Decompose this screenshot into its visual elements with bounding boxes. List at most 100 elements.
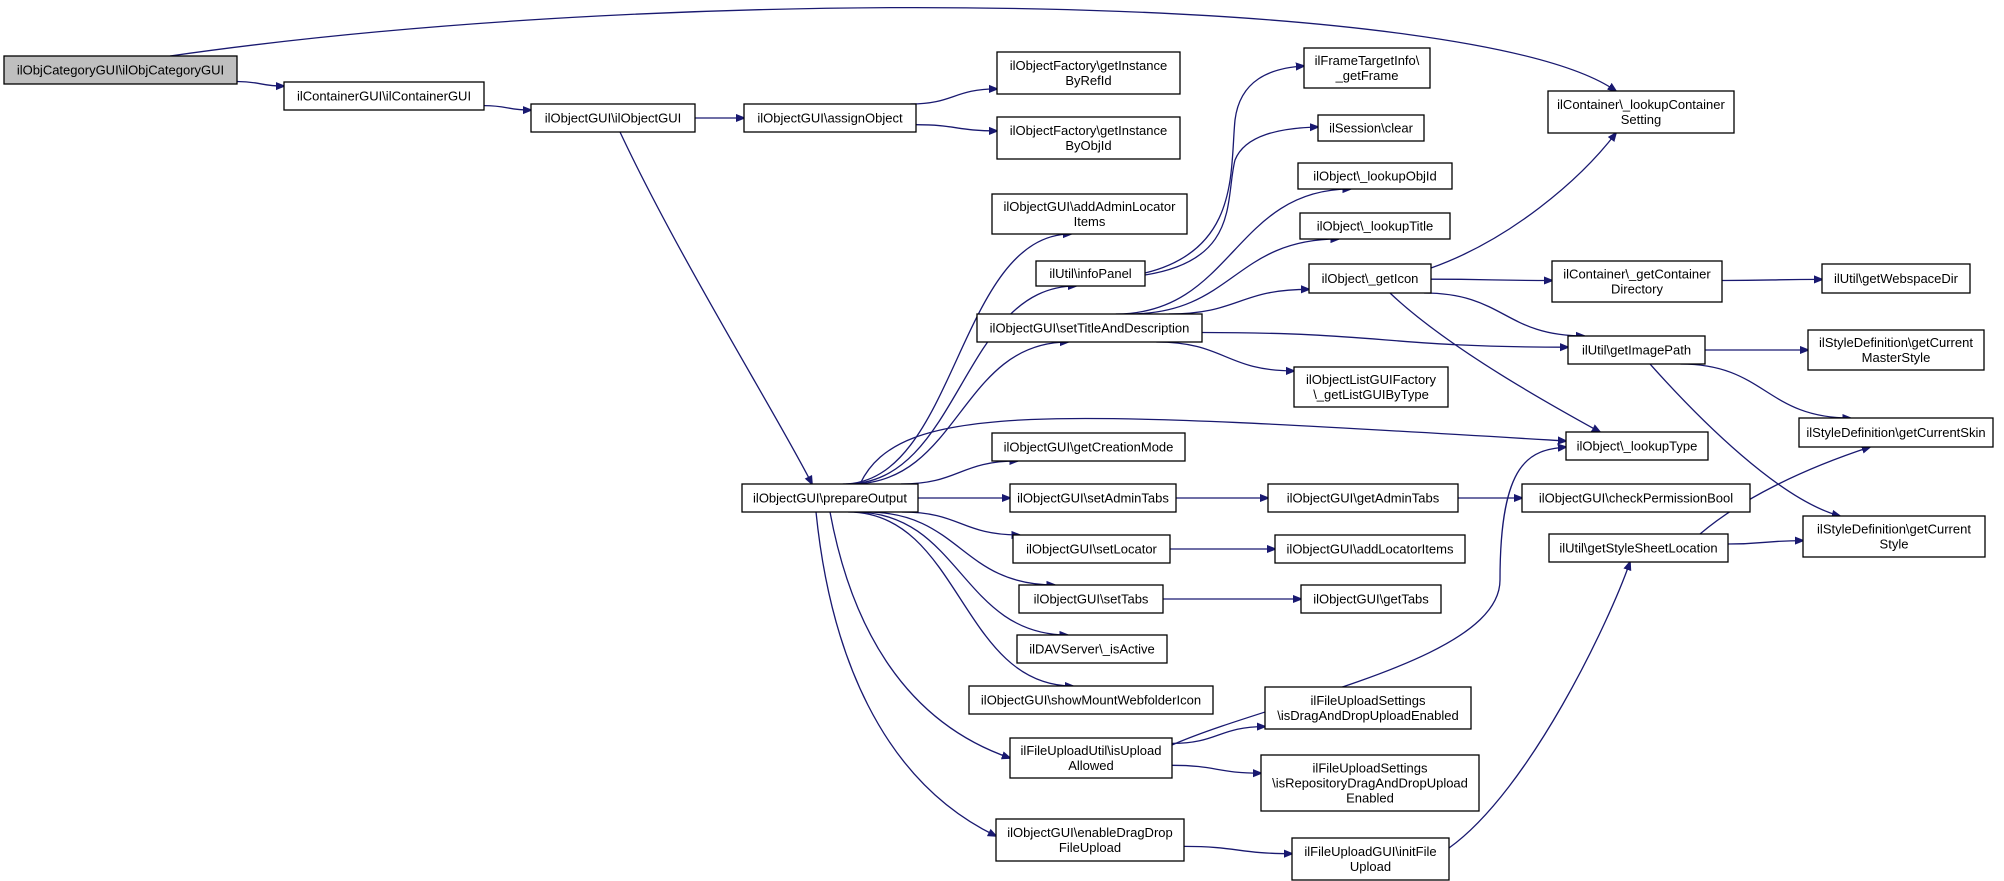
- node-box: [1264, 686, 1472, 730]
- node-box: [743, 103, 917, 133]
- node-label: ilFileUploadSettings: [1313, 761, 1428, 776]
- node-label: ilObjectGUI\getTabs: [1313, 592, 1429, 607]
- node-creation[interactable]: ilObjectGUI\getCreationMode: [991, 432, 1186, 462]
- node-label: ilUtil\getStyleSheetLocation: [1559, 541, 1717, 556]
- node-label: ilObjectFactory\getInstance: [1010, 58, 1168, 73]
- edge-uplallow-to-repodrag: [1171, 764, 1261, 773]
- node-stylesh[interactable]: ilUtil\getStyleSheetLocation: [1548, 533, 1729, 563]
- node-label: ilObjectGUI\setLocator: [1026, 542, 1157, 557]
- edge-prepare-to-enabdrag: [815, 511, 996, 836]
- node-label: ilDAVServer\_isActive: [1029, 642, 1154, 657]
- node-objcat[interactable]: ilObjCategoryGUI\ilObjCategoryGUI: [3, 55, 238, 85]
- node-label: ilObjectGUI\addLocatorItems: [1287, 542, 1454, 557]
- edge-stylesh-to-skin: [1699, 447, 1870, 535]
- node-box: [1303, 47, 1431, 89]
- node-looktit[interactable]: ilObject\_lookupTitle: [1299, 212, 1451, 240]
- node-prepare[interactable]: ilObjectGUI\prepareOutput: [741, 483, 919, 513]
- node-objgui[interactable]: ilObjectGUI\ilObjectGUI: [530, 103, 696, 133]
- node-infopan[interactable]: ilUtil\infoPanel: [1035, 260, 1146, 287]
- edge-geticon-to-looktype: [1389, 292, 1600, 432]
- node-skin[interactable]: ilStyleDefinition\getCurrentSkin: [1798, 417, 1994, 448]
- node-settabs[interactable]: ilObjectGUI\setTabs: [1018, 584, 1164, 614]
- node-box: [1547, 90, 1735, 134]
- node-box: [1521, 483, 1751, 513]
- node-label: ilObjectGUI\checkPermissionBool: [1539, 491, 1733, 506]
- node-mount[interactable]: ilObjectGUI\showMountWebfolderIcon: [968, 685, 1214, 715]
- node-imgpath[interactable]: ilUtil\getImagePath: [1567, 335, 1706, 365]
- node-label: \isRepositoryDragAndDropUpload: [1272, 776, 1468, 791]
- edge-settitle-to-lookobj: [1115, 189, 1351, 315]
- node-box: [1308, 263, 1432, 294]
- edge-prepare-to-adminloc: [842, 234, 1071, 485]
- node-label: ilObjectGUI\setTabs: [1034, 592, 1149, 607]
- node-label: \_getListGUIByType: [1313, 387, 1429, 402]
- node-geticon[interactable]: ilObject\_getIcon: [1308, 263, 1432, 294]
- node-box: [530, 103, 696, 133]
- edge-objgui-to-prepare: [619, 131, 812, 484]
- edge-initfile-to-stylesh: [1448, 562, 1630, 849]
- node-label: ilObjectGUI\ilObjectGUI: [545, 111, 682, 126]
- node-frame[interactable]: ilFrameTargetInfo\_getFrame: [1303, 47, 1431, 89]
- node-session[interactable]: ilSession\clear: [1317, 114, 1425, 142]
- edge-uplallow-to-dragdrop: [1171, 727, 1265, 745]
- node-assign[interactable]: ilObjectGUI\assignObject: [743, 103, 917, 133]
- edge-prepare-to-settabs: [866, 511, 1055, 585]
- node-label: ilStyleDefinition\getCurrent: [1819, 335, 1973, 350]
- node-label: ilObjCategoryGUI\ilObjCategoryGUI: [17, 63, 224, 78]
- edge-geticon-to-contdir: [1430, 279, 1552, 280]
- node-label: Items: [1074, 214, 1106, 229]
- node-box: [976, 313, 1203, 343]
- node-settitle[interactable]: ilObjectGUI\setTitleAndDescription: [976, 313, 1203, 343]
- node-box: [283, 81, 485, 111]
- node-box: [1798, 417, 1994, 448]
- node-label: FileUpload: [1059, 840, 1121, 855]
- node-label: ilContainer\_lookupContainer: [1557, 97, 1725, 112]
- edge-infopan-to-frame: [1144, 66, 1304, 274]
- node-label: ilFileUploadGUI\initFile: [1304, 844, 1436, 859]
- node-label: ilObjectGUI\setAdminTabs: [1017, 491, 1169, 506]
- node-contgui[interactable]: ilContainerGUI\ilContainerGUI: [283, 81, 485, 111]
- node-addloc[interactable]: ilObjectGUI\addLocatorItems: [1274, 534, 1466, 564]
- node-box: [1565, 431, 1709, 461]
- node-box: [1300, 584, 1442, 614]
- node-box: [1009, 483, 1177, 513]
- node-label: Directory: [1611, 282, 1664, 297]
- node-label: ilObject\_lookupObjId: [1313, 169, 1437, 184]
- node-setadmin[interactable]: ilObjectGUI\setAdminTabs: [1009, 483, 1177, 513]
- node-dav[interactable]: ilDAVServer\_isActive: [1016, 634, 1168, 664]
- node-looktype[interactable]: ilObject\_lookupType: [1565, 431, 1709, 461]
- edge-prepare-to-creation: [900, 461, 1018, 485]
- node-label: ilObjectGUI\enableDragDrop: [1007, 825, 1172, 840]
- node-label: ilUtil\infoPanel: [1049, 266, 1131, 281]
- edge-imgpath-to-curstyle: [1649, 363, 1840, 516]
- edge-prepare-to-dav: [854, 511, 1067, 635]
- node-getadmin[interactable]: ilObjectGUI\getAdminTabs: [1267, 483, 1459, 513]
- node-box: [1016, 634, 1168, 664]
- node-box: [996, 51, 1181, 95]
- node-listgui[interactable]: ilObjectListGUIFactory\_getListGUIByType: [1293, 366, 1449, 408]
- edge-contdir-to-webdir: [1721, 279, 1822, 280]
- node-label: ilObjectGUI\prepareOutput: [753, 491, 907, 506]
- node-checkperm[interactable]: ilObjectGUI\checkPermissionBool: [1521, 483, 1751, 513]
- node-setloc[interactable]: ilObjectGUI\setLocator: [1012, 534, 1171, 564]
- node-box: [991, 432, 1186, 462]
- node-gettabs[interactable]: ilObjectGUI\getTabs: [1300, 584, 1442, 614]
- edge-infopan-to-session: [1144, 127, 1318, 276]
- node-webdir[interactable]: ilUtil\getWebspaceDir: [1821, 263, 1971, 294]
- edge-contgui-to-objgui: [483, 104, 531, 111]
- node-lookobj[interactable]: ilObject\_lookupObjId: [1297, 162, 1453, 190]
- node-dragdrop[interactable]: ilFileUploadSettings\isDragAndDropUpload…: [1264, 686, 1472, 730]
- node-box: [1548, 533, 1729, 563]
- edge-prepare-to-looktype: [859, 417, 1566, 485]
- node-repodrag[interactable]: ilFileUploadSettings\isRepositoryDragAnd…: [1260, 754, 1480, 812]
